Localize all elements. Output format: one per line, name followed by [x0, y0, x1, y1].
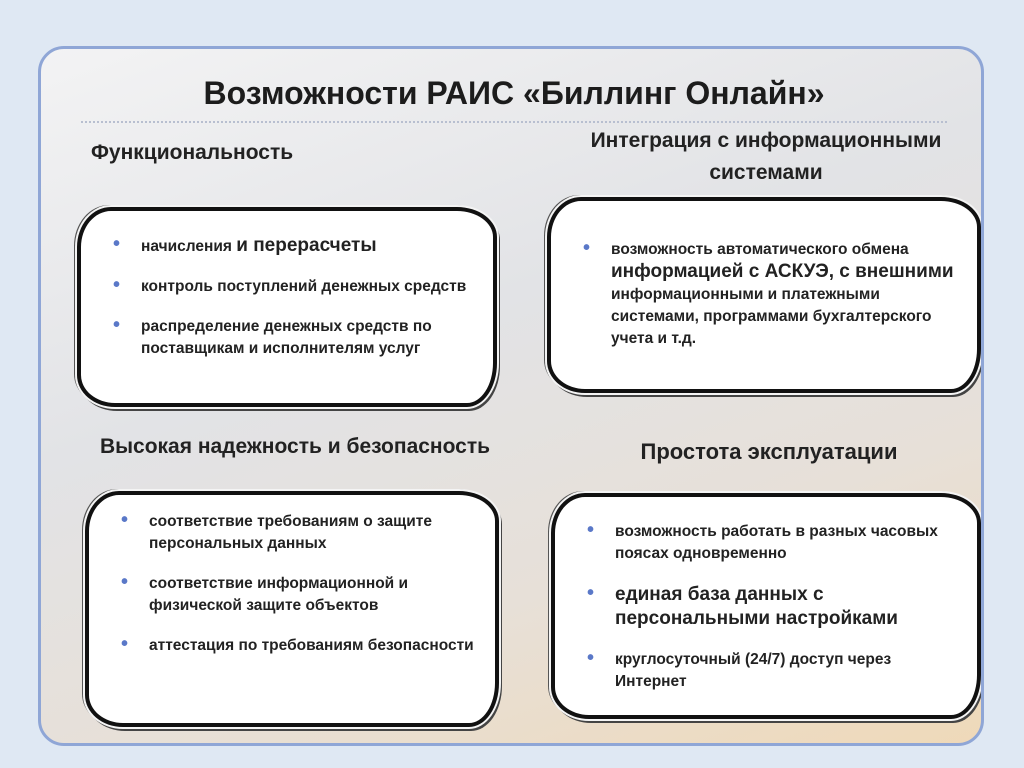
- heading-ease-of-use: Простота эксплуатации: [640, 439, 898, 464]
- list-item: аттестация по требованиям безопасности: [115, 633, 479, 657]
- list-item: круглосуточный (24/7) доступ через Интер…: [581, 647, 961, 693]
- list-item: соответствие требованиям о защите персон…: [115, 509, 479, 555]
- item-text-line1: возможность автоматического обмена: [611, 241, 909, 258]
- list-item: возможность автоматического обмена инфор…: [577, 237, 961, 350]
- card-integration: возможность автоматического обмена инфор…: [547, 197, 981, 393]
- item-text-rest: информационными и платежными системами, …: [611, 286, 932, 347]
- item-text-big: информацией с АСКУЭ, с внешними: [611, 261, 954, 282]
- title-divider: [81, 121, 947, 123]
- list-item: возможность работать в разных часовых по…: [581, 519, 961, 565]
- card-reliability: соответствие требованиям о защите персон…: [85, 491, 499, 727]
- heading-reliability: Высокая надежность и безопасность: [99, 435, 491, 458]
- item-text-small: начисления: [141, 238, 237, 255]
- list-item: контроль поступлений денежных средств: [107, 274, 477, 298]
- item-text-big: и перерасчеты: [236, 235, 377, 256]
- heading-functionality: Функциональность: [91, 141, 294, 164]
- card-ease-of-use: возможность работать в разных часовых по…: [551, 493, 981, 719]
- list-item: начисления и перерасчеты: [107, 233, 477, 258]
- slide-title: Возможности РАИС «Биллинг Онлайн»: [203, 75, 825, 111]
- list-item: единая база данных с персональными настр…: [581, 581, 961, 631]
- heading-integration: Интеграция с информационными системами: [590, 129, 942, 184]
- card-functionality: начисления и перерасчеты контроль поступ…: [77, 207, 497, 407]
- list-item: распределение денежных средств по постав…: [107, 314, 477, 360]
- slide: Возможности РАИС «Биллинг Онлайн» Функци…: [38, 46, 984, 746]
- list-item: соответствие информационной и физической…: [115, 571, 479, 617]
